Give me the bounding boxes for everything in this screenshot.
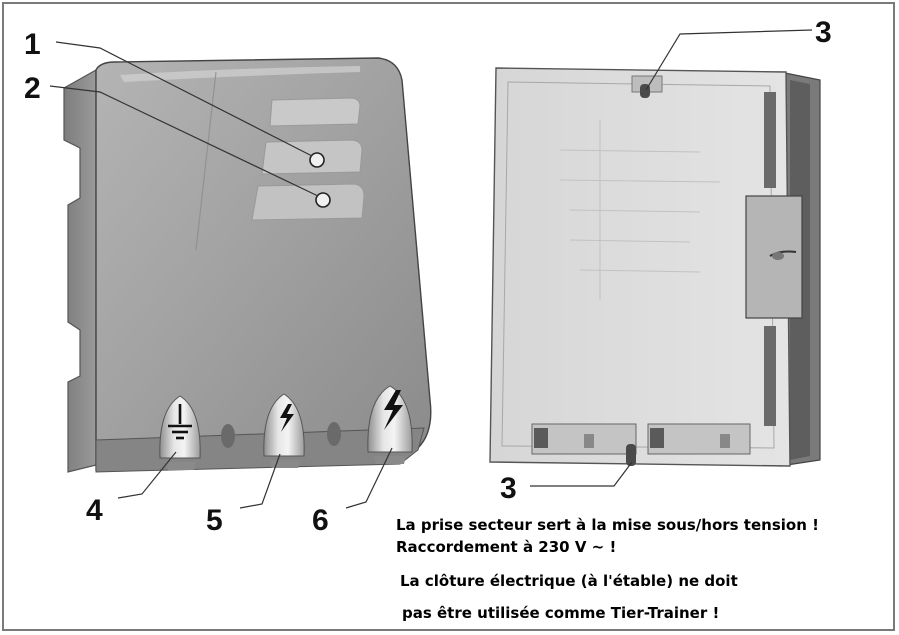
leader-lines: [49, 29, 813, 509]
housing-slot-left: [221, 424, 235, 448]
housing-slot-right: [327, 422, 341, 446]
back-panel-bracket-right: [647, 423, 751, 455]
bracket-notch-4: [720, 434, 730, 448]
back-panel: [489, 67, 821, 467]
note-fence-warning-1: La clôture électrique (à l'étable) ne do…: [400, 572, 738, 590]
callout-4: 4: [86, 494, 103, 527]
note-mains-switch: La prise secteur sert à la mise sous/hor…: [396, 516, 819, 534]
mounting-hole-bottom: [626, 444, 636, 466]
callout-6: 6: [312, 504, 329, 537]
leader-line-4: [117, 451, 177, 499]
callout-3-top: 3: [815, 16, 832, 49]
leader-line-3-bottom: [530, 461, 633, 487]
cable-latch-pin: [769, 250, 797, 257]
front-housing: [63, 57, 432, 473]
note-fence-warning-2: pas être utilisée comme Tier-Trainer !: [402, 604, 720, 622]
leader-line-3-top: [645, 29, 813, 91]
earth-icon: [168, 404, 192, 440]
indicator-window-top: [269, 97, 361, 127]
back-panel-inner-border: [501, 81, 775, 449]
leader-line-1: [55, 41, 313, 157]
callout-2: 2: [24, 72, 41, 105]
leader-line-6: [345, 447, 393, 509]
leader-line-2: [49, 85, 319, 197]
callout-3-bottom: 3: [500, 472, 517, 505]
housing-highlight: [120, 66, 360, 82]
back-panel-clip-bottom: [764, 326, 776, 426]
cable-latch-pin-head: [772, 252, 784, 260]
note-voltage: Raccordement à 230 V ~ !: [396, 538, 617, 556]
back-panel-markings: [559, 120, 721, 300]
back-panel-clip-top: [764, 92, 776, 188]
led-indicator-2: [315, 192, 331, 208]
led-indicator-1: [309, 152, 325, 168]
back-panel-plate: [489, 67, 791, 467]
indicator-window-bottom: [251, 183, 365, 221]
housing-diagonal-crease: [195, 71, 217, 251]
housing-left-side: [63, 68, 97, 473]
callout-5: 5: [206, 504, 223, 537]
lightning-icon-small: [280, 404, 294, 432]
bracket-notch-1: [534, 428, 548, 448]
callout-1: 1: [24, 28, 41, 61]
leader-line-5: [239, 453, 281, 509]
bracket-notch-3: [650, 428, 664, 448]
bracket-notch-2: [584, 434, 594, 448]
lightning-icon-large: [384, 390, 403, 430]
